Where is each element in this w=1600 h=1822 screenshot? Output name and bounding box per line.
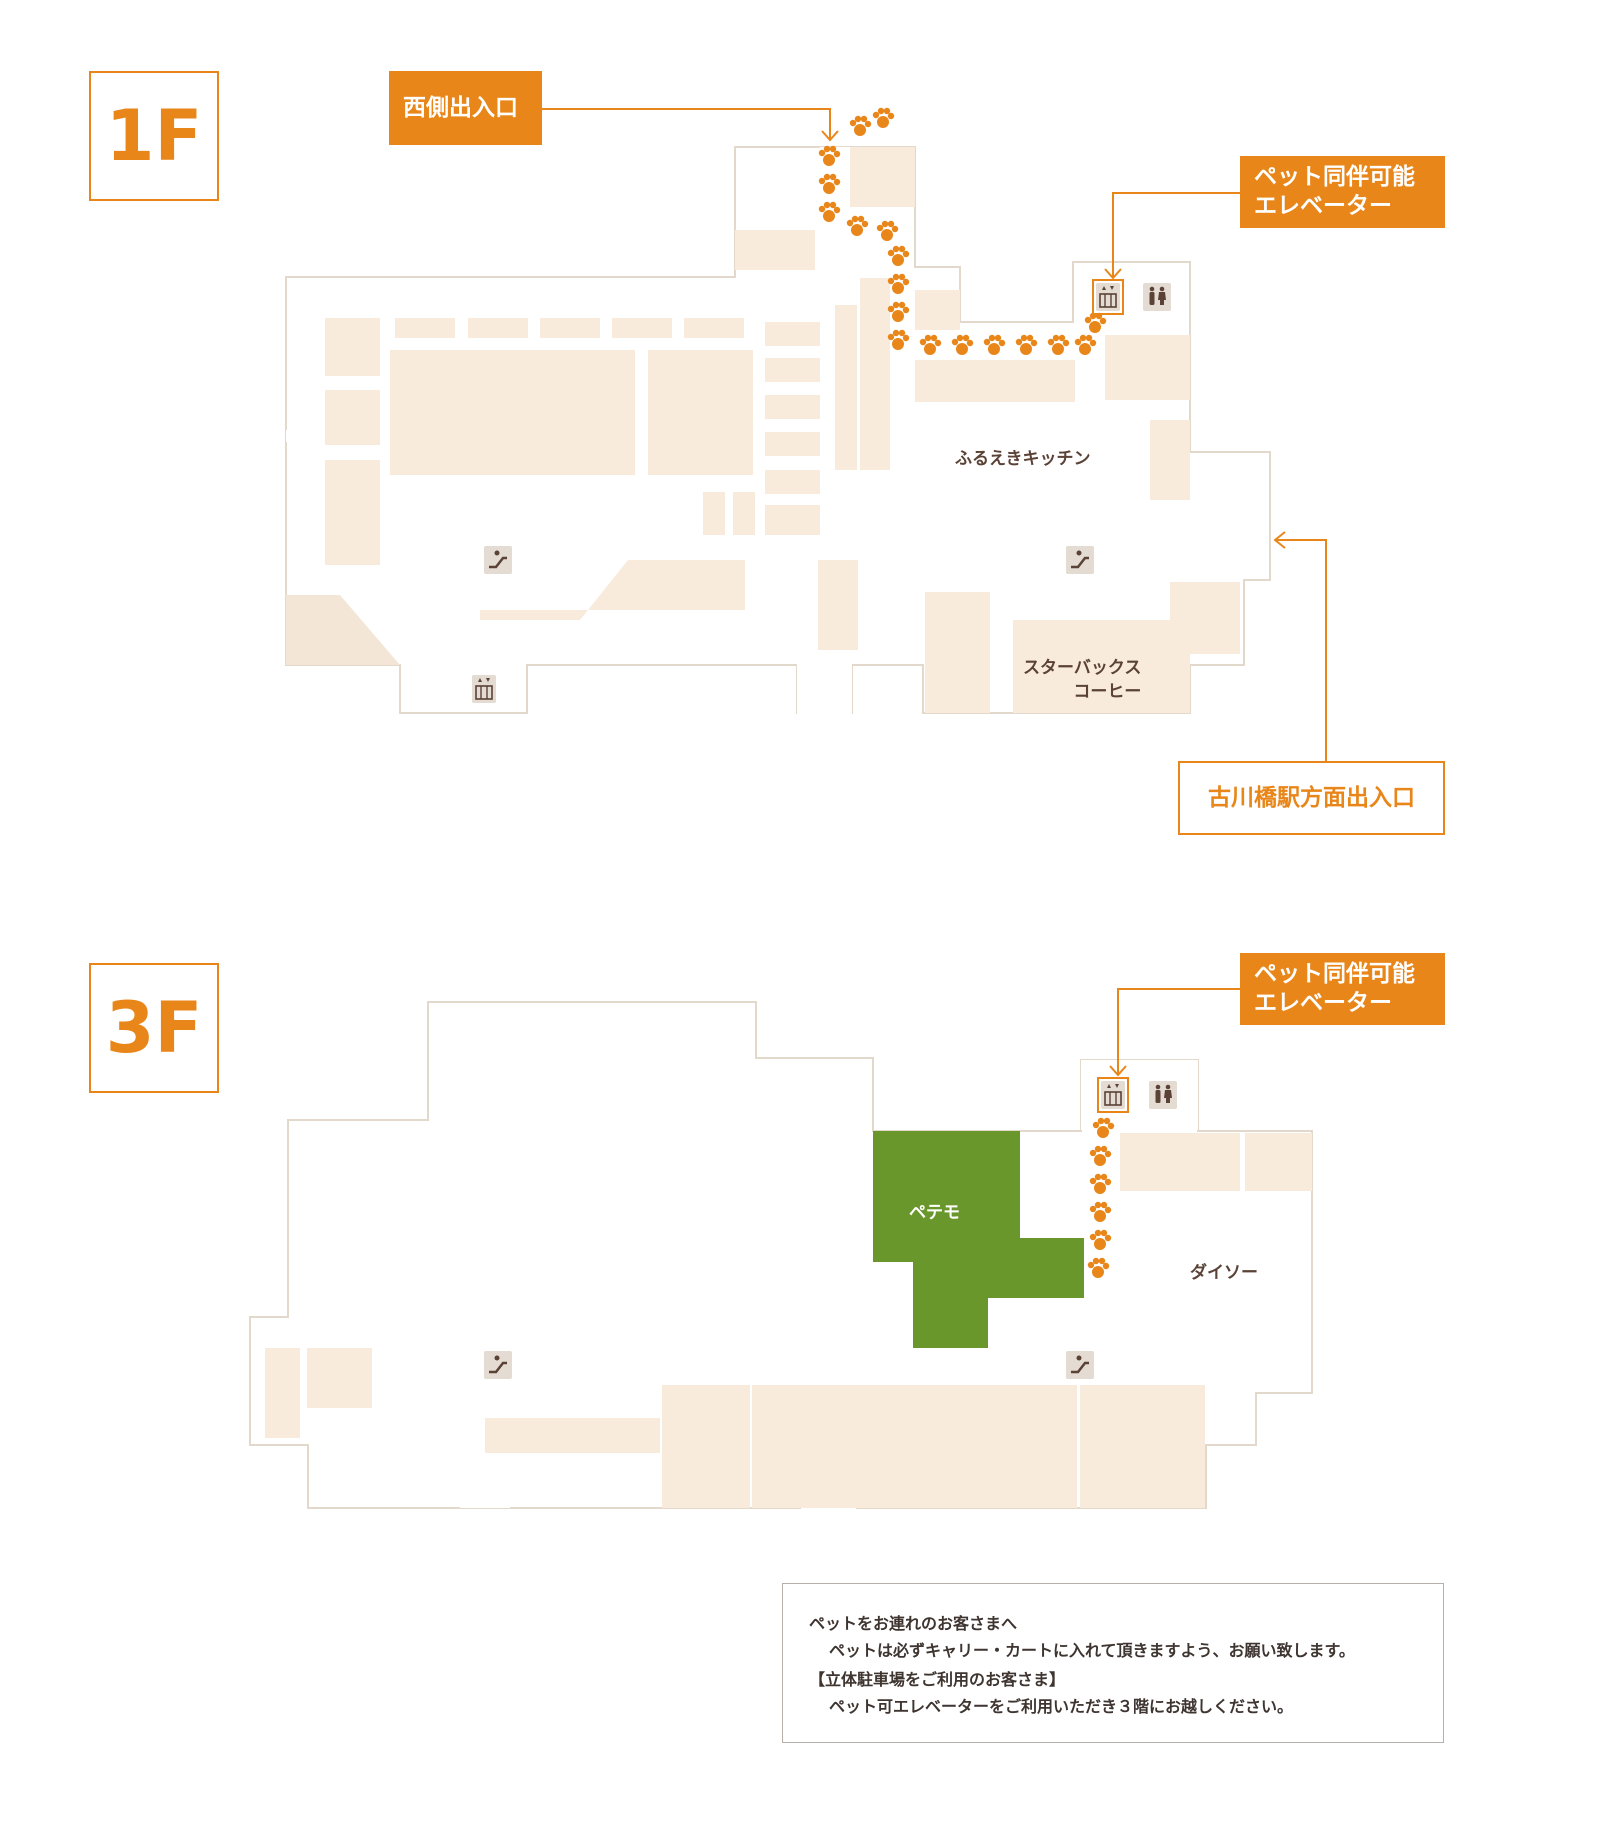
west-entrance-text: 西側出入口 <box>403 94 518 121</box>
restroom-icon <box>1149 1081 1177 1109</box>
west-entrance-label: 西側出入口 <box>389 71 542 145</box>
station-entrance-text: 古川橋駅方面出入口 <box>1208 784 1415 811</box>
elevator-icon[interactable] <box>1092 279 1124 315</box>
floor-1-plan <box>285 146 1271 715</box>
restroom-icon <box>1143 283 1171 311</box>
pet-elevator-text-line1: ペット同伴可能 <box>1254 961 1415 987</box>
pet-elevator-callout-1f: ペット同伴可能 エレベーター <box>1240 156 1445 228</box>
floor-badge-1f: 1F <box>89 71 219 201</box>
floor-3-plan <box>249 1001 1313 1509</box>
kitchen-label: ふるえきキッチン <box>955 449 1091 469</box>
notice-body-1: ペットは必ずキャリー・カートに入れて頂きますよう、お願い致します。 <box>829 1641 1355 1660</box>
escalator-icon[interactable] <box>1064 1349 1096 1381</box>
elevator-icon[interactable] <box>1097 1077 1129 1113</box>
station-entrance-label: 古川橋駅方面出入口 <box>1178 761 1445 835</box>
pet-elevator-text-line2: エレベーター <box>1254 990 1392 1016</box>
escalator-icon[interactable] <box>1064 544 1096 576</box>
floor-badge-3f: 3F <box>89 963 219 1093</box>
petemo-area[interactable] <box>873 1131 1084 1348</box>
notice-heading-2: 【立体駐車場をご利用のお客さま】 <box>809 1670 1066 1689</box>
pet-elevator-text-line1: ペット同伴可能 <box>1254 164 1415 190</box>
elevator-icon[interactable] <box>471 674 497 704</box>
escalator-icon[interactable] <box>482 1349 514 1381</box>
petemo-label: ペテモ <box>909 1203 960 1223</box>
notice-body-2: ペット可エレベーターをご利用いただき３階にお越しください。 <box>829 1697 1294 1716</box>
starbucks-label: スターバックス コーヒー <box>1023 656 1141 704</box>
starbucks-label-line1: スターバックス <box>1023 658 1142 678</box>
pet-notice-box: ペットをお連れのお客さまへ ペットは必ずキャリー・カートに入れて頂きますよう、お… <box>782 1583 1444 1743</box>
arrows <box>542 108 1327 1077</box>
pet-elevator-callout-3f: ペット同伴可能 エレベーター <box>1240 953 1445 1025</box>
daiso-label: ダイソー <box>1190 1263 1258 1283</box>
notice-heading-1: ペットをお連れのお客さまへ <box>809 1614 1018 1633</box>
escalator-icon[interactable] <box>482 544 514 576</box>
pet-elevator-text-line2: エレベーター <box>1254 193 1392 219</box>
starbucks-label-line2: コーヒー <box>1073 682 1142 702</box>
